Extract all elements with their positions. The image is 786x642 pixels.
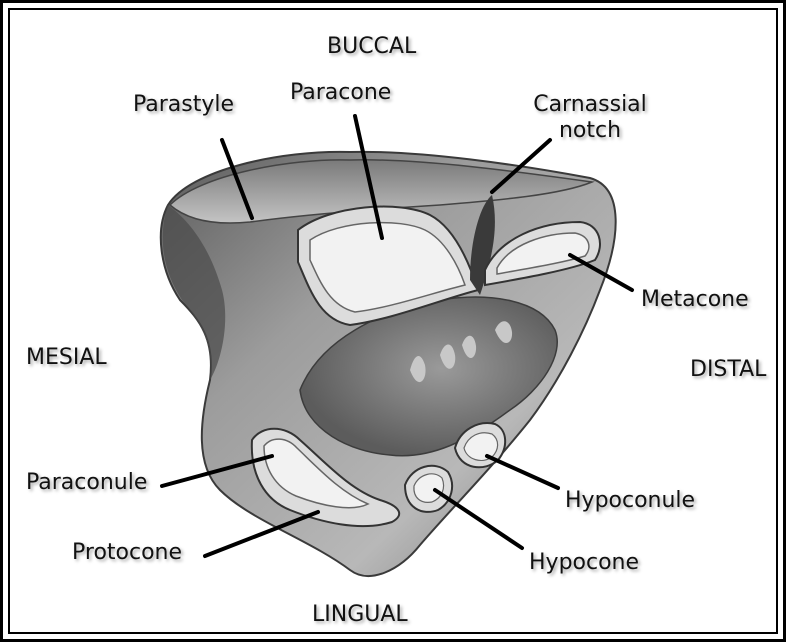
lingual-label: LINGUAL bbox=[312, 602, 408, 628]
hypocone-label: Hypocone bbox=[529, 550, 639, 576]
distal-label: DISTAL bbox=[690, 357, 766, 383]
metacone-label: Metacone bbox=[641, 287, 749, 313]
paracone-label: Paracone bbox=[290, 80, 391, 106]
carnassial-notch-label: Carnassial notch bbox=[530, 92, 650, 144]
hypoconule-label: Hypoconule bbox=[565, 488, 695, 514]
parastyle-label: Parastyle bbox=[133, 92, 234, 118]
carnassial-notch-label-line1: Carnassial bbox=[530, 92, 650, 118]
hypoconule-leader-line bbox=[487, 456, 558, 488]
mesial-label: MESIAL bbox=[26, 345, 107, 371]
hypocone-leader-line bbox=[435, 490, 522, 548]
paraconule-label: Paraconule bbox=[26, 470, 147, 496]
buccal-label: BUCCAL bbox=[327, 34, 416, 60]
carnassial-notch-label-line2: notch bbox=[530, 118, 650, 144]
protocone-label: Protocone bbox=[72, 540, 182, 566]
